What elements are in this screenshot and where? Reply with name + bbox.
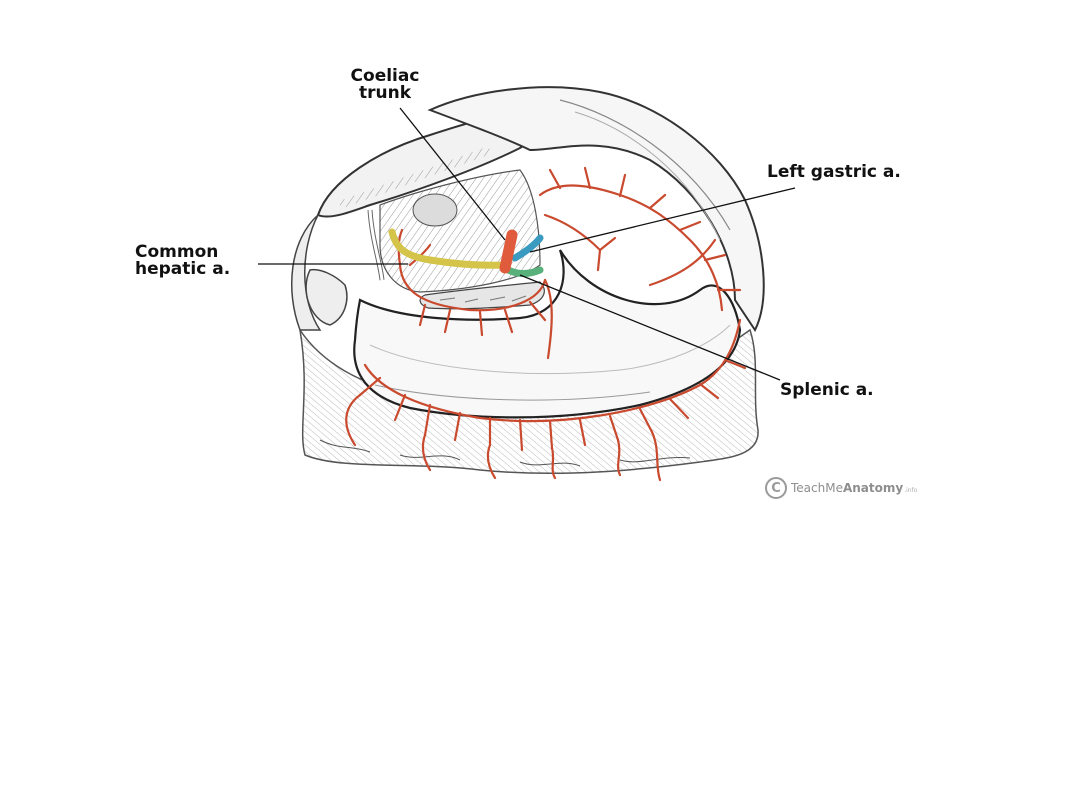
left-gastric-label: Left gastric a. (767, 162, 901, 182)
teachmeanatomy-watermark: C TeachMeAnatomy.info (765, 477, 917, 499)
leader-lines (258, 107, 796, 381)
splenic-leader (519, 274, 781, 381)
coeliac-label-line2: trunk (358, 83, 412, 103)
watermark-text: TeachMeAnatomy.info (791, 481, 917, 495)
hepatic-label-line1: Common (135, 242, 219, 262)
stomach-fundus (427, 86, 765, 332)
watermark-brand-bold: Anatomy (842, 481, 904, 495)
watermark-suffix: .info (904, 487, 918, 494)
common-hepatic-label: Common hepatic a. (135, 244, 230, 278)
watermark-brand-light: TeachMe (791, 481, 843, 495)
copyright-icon: C (765, 477, 787, 499)
common-hepatic-artery (388, 228, 509, 269)
stomach-body (353, 249, 742, 419)
left-gastric-artery (511, 234, 544, 262)
coeliac-label-line1: Coeliac (350, 66, 420, 86)
coeliac-branches (388, 228, 544, 277)
duodenum (305, 268, 348, 326)
coeliac-trunk-label: Coeliac trunk (340, 68, 430, 102)
hepatic-label-line2: hepatic a. (135, 259, 231, 279)
coeliac-leader (399, 107, 506, 241)
gastric-leader (529, 187, 796, 253)
splenic-label: Splenic a. (780, 380, 874, 400)
coeliac-trunk-vessel (499, 229, 518, 274)
